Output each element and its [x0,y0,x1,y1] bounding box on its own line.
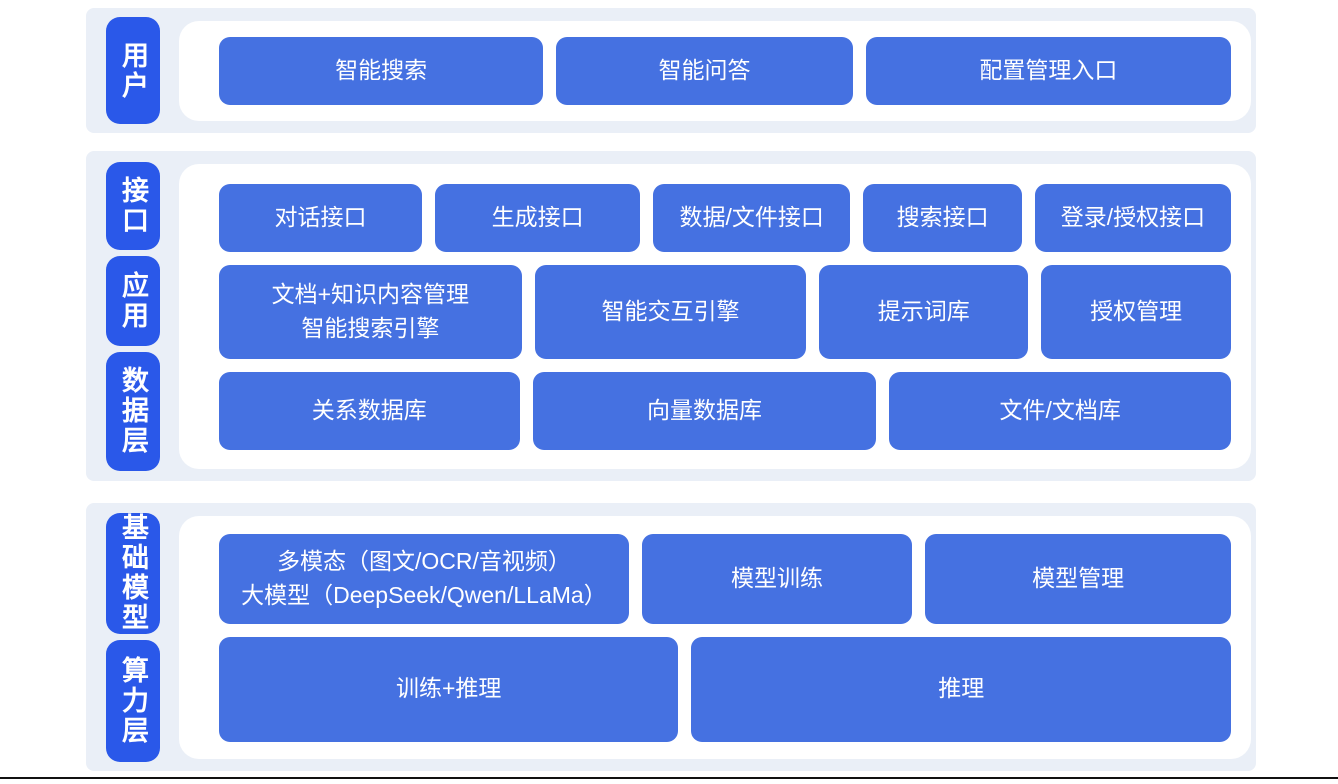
row-interfaces: 对话接口 生成接口 数据/文件接口 搜索接口 登录/授权接口 [219,183,1231,252]
module-generation-api: 生成接口 [435,183,641,252]
layer-label-interface: 接口 [105,161,160,250]
layer-band-bottom: 基础模型 算力层 多模态（图文/OCR/音视频） 大模型（DeepSeek/Qw… [86,503,1256,771]
module-multimodal-llm: 多模态（图文/OCR/音视频） 大模型（DeepSeek/Qwen/LLaMa） [219,533,629,624]
row-models: 多模态（图文/OCR/音视频） 大模型（DeepSeek/Qwen/LLaMa）… [219,533,1231,624]
module-smart-qa: 智能问答 [556,37,853,105]
row-applications: 文档+知识内容管理 智能搜索引擎 智能交互引擎 提示词库 授权管理 [219,264,1231,359]
module-inference: 推理 [691,636,1231,742]
layer-label-base-model: 基础模型 [105,512,160,634]
row-data-stores: 关系数据库 向量数据库 文件/文档库 [219,371,1231,450]
layer-panel-middle: 对话接口 生成接口 数据/文件接口 搜索接口 登录/授权接口 文档+知识内容管理… [179,164,1251,469]
layer-rail-user: 用户 [86,8,179,133]
layer-panel-bottom: 多模态（图文/OCR/音视频） 大模型（DeepSeek/Qwen/LLaMa）… [179,516,1251,759]
module-model-mgmt: 模型管理 [925,533,1231,624]
layer-label-compute-layer: 算力层 [105,639,160,762]
module-vector-db: 向量数据库 [532,371,877,450]
module-file-doc-store: 文件/文档库 [889,371,1231,450]
layer-label-user: 用户 [105,17,160,124]
module-model-training: 模型训练 [641,533,913,624]
layer-band-middle: 接口 应用 数据层 对话接口 生成接口 数据/文件接口 搜索接口 登录/授权接口… [86,151,1256,481]
bottom-rule [0,777,1338,779]
layer-panel-user: 智能搜索 智能问答 配置管理入口 [179,21,1251,121]
module-dialog-api: 对话接口 [219,183,423,252]
layer-label-data-layer: 数据层 [105,351,160,471]
row-user-entries: 智能搜索 智能问答 配置管理入口 [219,37,1231,105]
layer-label-application: 应用 [105,255,160,346]
module-search-api: 搜索接口 [863,183,1022,252]
module-auth-mgmt: 授权管理 [1041,264,1231,359]
module-relational-db: 关系数据库 [219,371,520,450]
layer-band-user: 用户 智能搜索 智能问答 配置管理入口 [86,8,1256,133]
layer-rail-bottom: 基础模型 算力层 [86,503,179,771]
module-prompt-library: 提示词库 [819,264,1029,359]
module-data-file-api: 数据/文件接口 [653,183,851,252]
module-doc-knowledge-search-engine: 文档+知识内容管理 智能搜索引擎 [219,264,522,359]
module-config-mgmt-entry: 配置管理入口 [865,37,1231,105]
module-training-inference: 训练+推理 [219,636,679,742]
module-interaction-engine: 智能交互引擎 [534,264,807,359]
row-compute: 训练+推理 推理 [219,636,1231,742]
module-smart-search: 智能搜索 [219,37,544,105]
module-login-auth-api: 登录/授权接口 [1034,183,1231,252]
layer-rail-middle: 接口 应用 数据层 [86,151,179,481]
